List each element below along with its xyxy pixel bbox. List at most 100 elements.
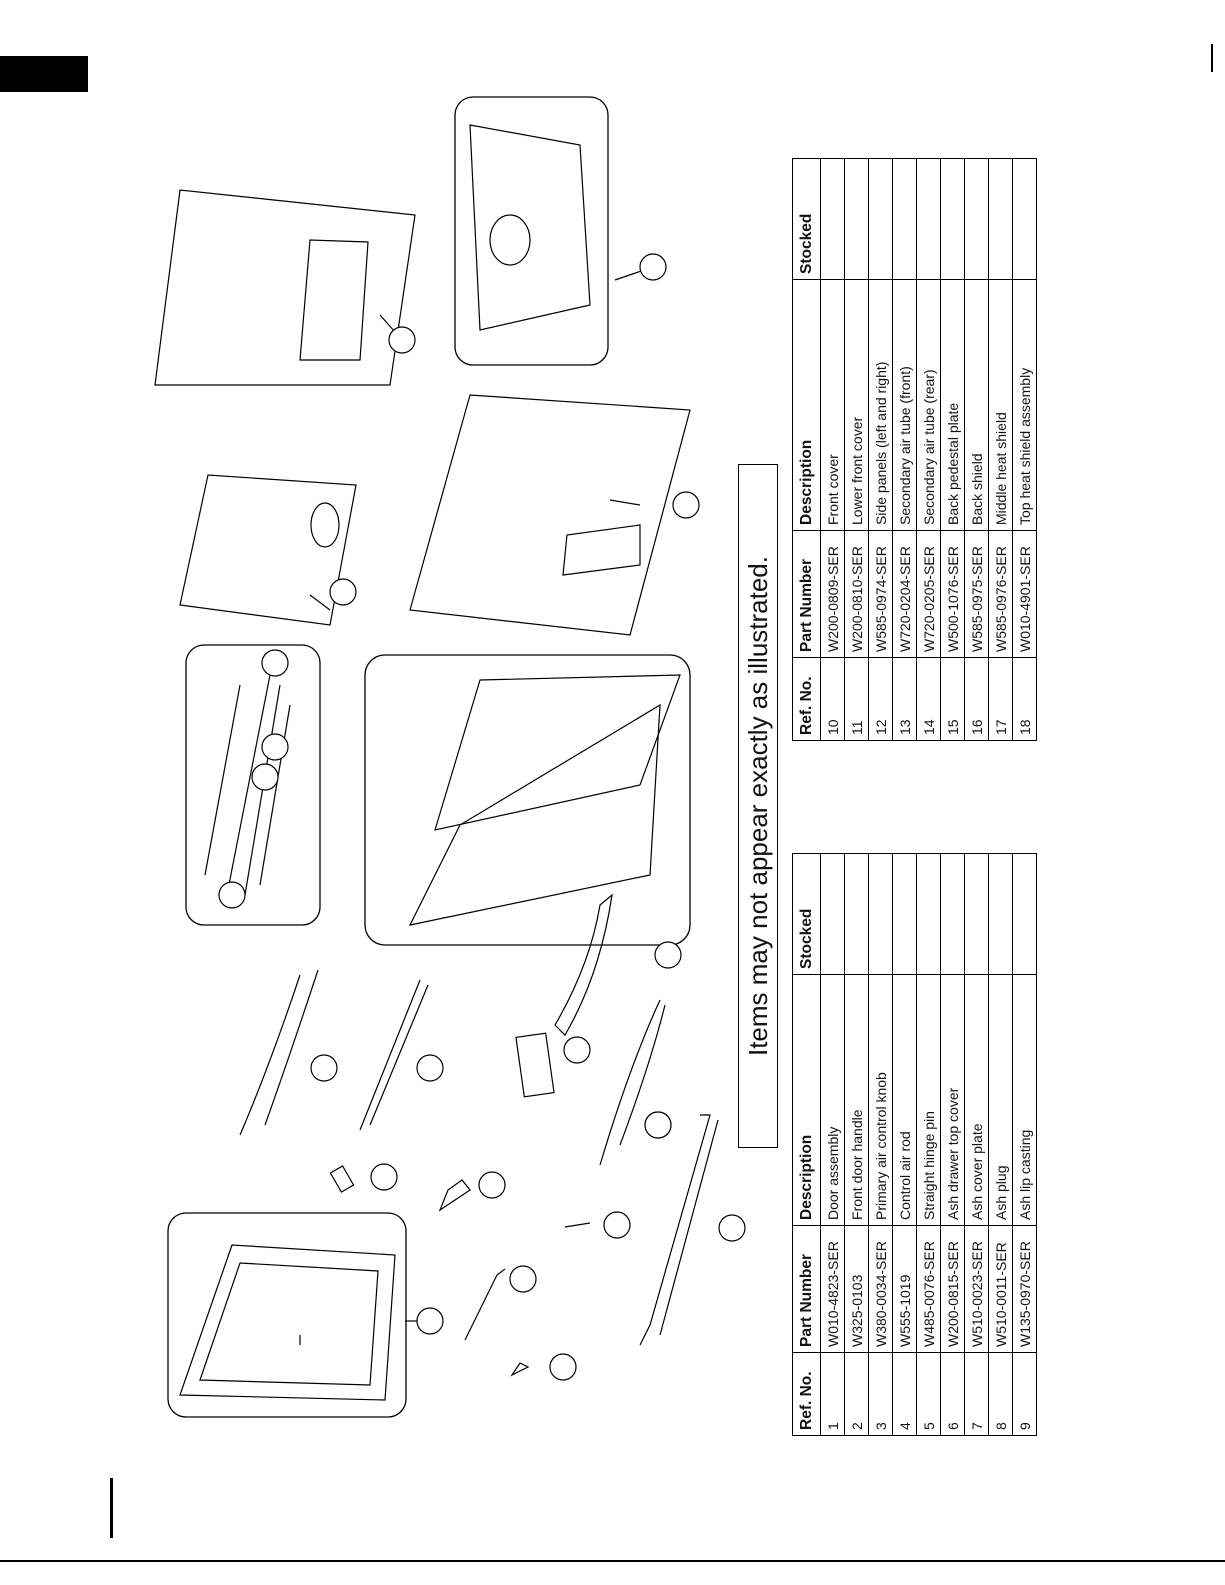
back-pedestal-illustration xyxy=(554,893,672,1139)
description-cell: Top heat shield assembly xyxy=(1012,279,1037,531)
column-header: Ref. No. xyxy=(792,657,821,741)
description-cell: Straight hinge pin xyxy=(916,974,941,1226)
part-number-cell: W380-0034-SER xyxy=(868,1225,893,1353)
column-header: Part Number xyxy=(792,530,821,658)
column-header: Ref. No. xyxy=(792,1352,821,1436)
part-number-cell: W200-0810-SER xyxy=(844,530,869,658)
part-number-cell: W510-0023-SER xyxy=(964,1225,989,1353)
stocked-cell xyxy=(820,158,845,280)
part-number-cell: W585-0975-SER xyxy=(964,530,989,658)
ref-cell: 9 xyxy=(1012,1352,1037,1436)
section-tab xyxy=(0,56,88,92)
description-cell: Primary air control knob xyxy=(868,974,893,1226)
ref-cell: 10 xyxy=(820,657,845,741)
description-cell: Secondary air tube (rear) xyxy=(916,279,941,531)
ref-cell: 16 xyxy=(964,657,989,741)
stocked-cell xyxy=(988,853,1013,975)
stocked-cell xyxy=(892,158,917,280)
column-header: Stocked xyxy=(792,158,821,280)
back-shield-illustration xyxy=(179,474,357,626)
stocked-cell xyxy=(892,853,917,975)
page-edge-mark xyxy=(1211,44,1213,72)
part-number-cell: W585-0974-SER xyxy=(868,530,893,658)
page-number-mark xyxy=(110,1478,113,1538)
stocked-cell xyxy=(964,853,989,975)
description-cell: Front door handle xyxy=(844,974,869,1226)
part-number-cell: W500-1076-SER xyxy=(940,530,965,658)
part-number-cell: W485-0076-SER xyxy=(916,1225,941,1353)
stocked-cell xyxy=(940,158,965,280)
stocked-cell xyxy=(988,158,1013,280)
description-cell: Middle heat shield xyxy=(988,279,1013,531)
ref-cell: 5 xyxy=(916,1352,941,1436)
stocked-cell xyxy=(844,158,869,280)
stocked-cell xyxy=(820,853,845,975)
part-number-cell: W010-4823-SER xyxy=(820,1225,845,1353)
stocked-cell xyxy=(916,158,941,280)
description-cell: Front cover xyxy=(820,279,845,531)
stocked-cell xyxy=(868,158,893,280)
part-number-cell: W010-4901-SER xyxy=(1012,530,1037,658)
description-cell: Side panels (left and right) xyxy=(868,279,893,531)
door-assembly-illustration xyxy=(167,1212,444,1418)
illustration-note: Items may not appear exactly as illustra… xyxy=(738,464,778,1148)
part-number-cell: W555-1019 xyxy=(892,1225,917,1353)
ref-cell: 4 xyxy=(892,1352,917,1436)
stocked-cell xyxy=(940,853,965,975)
part-number-cell: W200-0809-SER xyxy=(820,530,845,658)
ref-cell: 18 xyxy=(1012,657,1037,741)
column-header: Part Number xyxy=(792,1225,821,1353)
ref-cell: 6 xyxy=(940,1352,965,1436)
top-heat-shield-illustration xyxy=(454,96,667,366)
part-number-cell: W510-0011-SER xyxy=(988,1225,1013,1353)
ref-cell: 3 xyxy=(868,1352,893,1436)
parts-table-left: Ref. No. Part Number Description Stocked… xyxy=(792,853,1037,1436)
ref-cell: 7 xyxy=(964,1352,989,1436)
stocked-cell xyxy=(1012,853,1037,975)
description-cell: Lower front cover xyxy=(844,279,869,531)
part-number-cell: W585-0976-SER xyxy=(988,530,1013,658)
column-header: Stocked xyxy=(792,853,821,975)
ref-cell: 1 xyxy=(820,1352,845,1436)
description-cell: Back pedestal plate xyxy=(940,279,965,531)
part-number-cell: W720-0204-SER xyxy=(892,530,917,658)
ref-cell: 12 xyxy=(868,657,893,741)
description-cell: Back shield xyxy=(964,279,989,531)
ref-cell: 13 xyxy=(892,657,917,741)
part-number-cell: W720-0205-SER xyxy=(916,530,941,658)
description-cell: Ash drawer top cover xyxy=(940,974,965,1226)
stocked-cell xyxy=(916,853,941,975)
column-header: Description xyxy=(792,974,821,1226)
ref-cell: 15 xyxy=(940,657,965,741)
front-cover-illustration xyxy=(154,189,416,386)
part-number-cell: W325-0103 xyxy=(844,1225,869,1353)
table-header-row: Ref. No. Part Number Description Stocked xyxy=(792,158,821,741)
footer-rule xyxy=(0,1560,1225,1562)
part-number-cell: W200-0815-SER xyxy=(940,1225,965,1353)
handle-illustration xyxy=(239,969,672,1166)
ref-cell: 8 xyxy=(988,1352,1013,1436)
description-cell: Door assembly xyxy=(820,974,845,1226)
parts-table-right: Ref. No. Part Number Description Stocked… xyxy=(792,158,1037,741)
side-panels-illustration xyxy=(364,654,691,969)
stocked-cell xyxy=(868,853,893,975)
stocked-cell xyxy=(844,853,869,975)
ref-cell: 17 xyxy=(988,657,1013,741)
part-number-cell: W135-0970-SER xyxy=(1012,1225,1037,1353)
ref-cell: 2 xyxy=(844,1352,869,1436)
column-header: Description xyxy=(792,279,821,531)
